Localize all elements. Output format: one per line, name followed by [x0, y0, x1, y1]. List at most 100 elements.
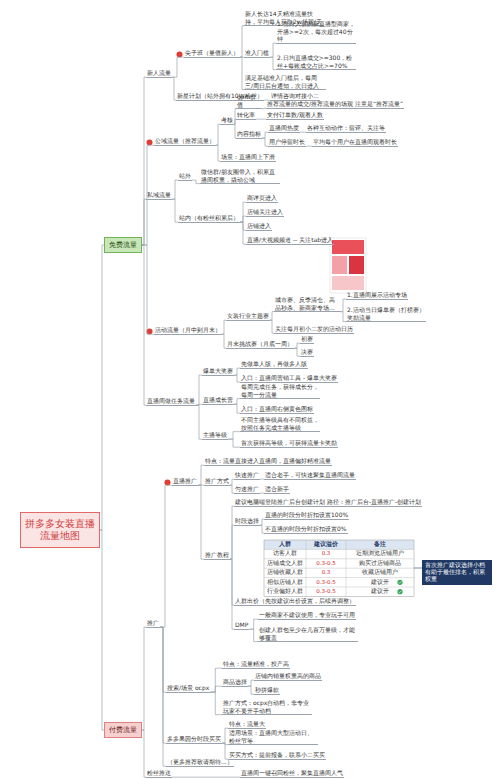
node-text: 不直播的时段分时折扣设置0%	[265, 525, 347, 533]
branch-box: 付费流量	[104, 722, 142, 738]
connector-line	[256, 119, 266, 120]
node-text: 公域流量（推荐流量）	[155, 137, 215, 145]
node-text: gpm价值	[237, 93, 261, 108]
topic-node: 直播推广	[172, 477, 198, 486]
node-text: 1.直播间展示活动专场	[347, 291, 407, 299]
node-text: 1.当月入驻的新直播型商家，开播>=2次，每次超过40分钟	[277, 20, 355, 43]
connector-line	[216, 124, 220, 145]
node-text: 推广	[147, 619, 159, 627]
node-text: 月末挑战赛（月底一周）	[227, 340, 293, 348]
node-text: 店铺内销量权重高的商品	[255, 672, 321, 680]
table-cell: 0.3-0.5	[306, 578, 346, 587]
node-text: 店铺进入	[247, 222, 271, 230]
topic-node: 适合新手	[264, 485, 290, 494]
connector-line	[160, 627, 166, 766]
table-cell: 相似店铺人群	[264, 578, 306, 587]
topic-node: 满足基础准入门槛后，每周三/周日后台通知，次日进入	[244, 74, 326, 90]
node-text: 爆单大奖赛	[203, 367, 233, 375]
topic-node: 新人流量	[146, 69, 172, 78]
connector-line	[230, 559, 234, 629]
topic-node: 创建人群包至少在几百万量级，才能够覆盖	[258, 626, 358, 642]
connector-line	[142, 245, 146, 405]
topic-node: 1.直播间展示活动专场	[346, 291, 408, 300]
node-text: 新人流量	[147, 69, 171, 77]
topic-node: 推荐流量的成交/推荐流量的场观 注意是“推荐流量”	[266, 100, 404, 109]
connector-line	[270, 312, 274, 321]
banner-block	[332, 240, 364, 254]
topic-node: 站外	[178, 172, 192, 181]
node-text: 2.日均直播成交>=300，粉丝+每账成交占比>=70%	[277, 54, 355, 69]
topic-node: 转化率	[236, 111, 256, 120]
connector-line	[228, 439, 240, 447]
connector-line	[172, 180, 178, 199]
phone-frame	[330, 238, 366, 293]
topic-node: 公域流量（推荐流量）	[154, 137, 216, 146]
topic-node: 建议电脑端登陆推广后台创建计划 路径：推广后台-直播推广-创建计划	[234, 498, 422, 507]
node-text: 每周完成任务，获得成长分，每周一分流量	[241, 383, 319, 398]
node-text: 建议电脑端登陆推广后台创建计划 路径：推广后台-直播推广-创建计划	[235, 498, 421, 506]
table-cell: 访客人群	[264, 549, 306, 558]
table-cell: 0.3-0.5	[306, 587, 346, 596]
table-cell: 建议开	[346, 587, 414, 596]
node-text: 商详页进入	[247, 194, 277, 202]
table-header-fill	[264, 540, 414, 549]
node-text: 站内（有粉丝积累后）	[179, 214, 239, 222]
topic-node: 决赛	[300, 348, 314, 357]
check-icon	[397, 589, 402, 594]
check-icon	[397, 580, 402, 585]
topic-node: 女装行业主题赛	[226, 312, 270, 321]
topic-node: 适用场景：直播间大型活动日、粉丝节等	[228, 729, 318, 745]
topic-node: 关注每月初小二发的活动日历	[274, 325, 354, 334]
topic-node: 直播间做任务流量	[146, 397, 196, 406]
table-cell: 建议开	[346, 578, 414, 587]
topic-node: 搜索/场景 ocpx	[166, 684, 210, 693]
node-text: 内容指标	[237, 130, 261, 138]
topic-node: DMP	[234, 621, 249, 630]
priority-icon	[147, 140, 153, 146]
bid-table	[264, 540, 414, 596]
topic-node: 商品选择	[222, 678, 248, 687]
topic-node: 支付订单数/观看人数	[266, 111, 324, 120]
node-text: 快速推广	[235, 471, 259, 479]
topic-node: 特点：流量大	[228, 720, 266, 729]
node-text: 微信群/朋友圈带入，积累直播间权重，撬动公域	[201, 168, 279, 183]
topic-node: 首次获得高等级，可获得流量卡奖励	[240, 439, 338, 448]
node-text: 首次推广建议选择小档 有助于最佳排名，积累权重	[425, 562, 489, 583]
node-text: 不同主播等级具有不同权益，按照任务完成主播等级	[241, 416, 319, 431]
table-border	[264, 540, 414, 596]
topic-node: 快速推广	[234, 471, 260, 480]
node-text: 活动流量（月中到月末）	[155, 326, 221, 334]
topic-node: 店铺关注进入	[246, 208, 284, 217]
connector-line	[230, 525, 234, 559]
connector-line	[249, 619, 258, 629]
node-text: 准入门槛	[245, 49, 269, 57]
connector-line	[172, 57, 184, 77]
node-text: 特点：流量精准，投产高	[223, 660, 289, 668]
node-text: 商品选择	[223, 678, 247, 686]
node-text: 直播成长营	[203, 396, 233, 404]
node-text: 支付订单数/观看人数	[267, 111, 323, 119]
topic-node: 各种互动动作：留评、关注等	[306, 124, 386, 133]
node-text: 转化率	[237, 111, 255, 119]
node-text: 人群出价（先按建议出价设置，后续再调整）	[235, 597, 355, 605]
product-block	[349, 256, 364, 274]
connector-line	[249, 629, 258, 642]
node-text: 搜索/场景 ocpx	[167, 684, 209, 692]
connector-line	[160, 485, 172, 627]
node-text: 一般商家不建议使用，专业玩手可用	[259, 611, 355, 619]
node-text: 各种互动动作：留评、关注等	[307, 124, 385, 132]
topic-node: 一般商家不建议使用，专业玩手可用	[258, 611, 356, 620]
node-text: 买买方式：提前报备，联系小二买买	[229, 751, 325, 759]
table-cell: 行业偏好人群	[264, 587, 306, 596]
node-text: 直播推广	[173, 477, 197, 485]
topic-node: 适合老手，可快速聚集直播间流量	[264, 471, 356, 480]
topic-node: 场景：直播间上下滑	[220, 153, 276, 162]
node-text: 场景：直播间上下滑	[221, 153, 275, 161]
branch-box: 免费流量	[104, 237, 142, 253]
node-text: 适合新手	[265, 485, 289, 493]
priority-icon	[147, 329, 153, 335]
topic-node: 站内（有粉丝积累后）	[178, 214, 240, 223]
topic-node: 先做单人版，再做多人版	[240, 360, 308, 369]
table-cell: 近期浏览店铺用户	[346, 549, 414, 558]
